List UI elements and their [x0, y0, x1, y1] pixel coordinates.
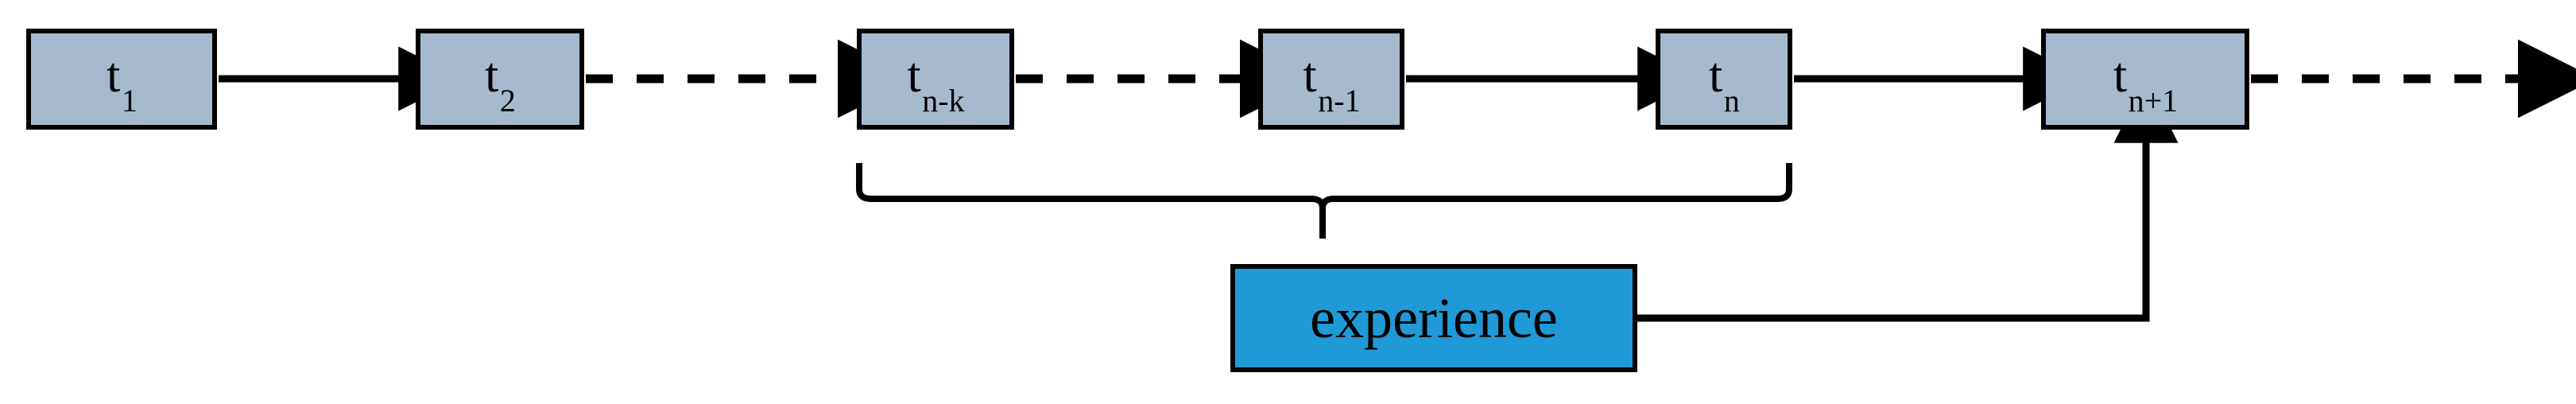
node-tn-plus-1[interactable]: tn+1	[2041, 29, 2249, 130]
node-experience[interactable]: experience	[1230, 264, 1637, 372]
node-tn-label: tn	[1709, 48, 1740, 119]
node-t1-label: t1	[107, 48, 138, 119]
node-tn-plus-1-label: tn+1	[2113, 48, 2179, 119]
edge-experience-to-tnp1	[1637, 78, 2179, 322]
node-tn-minus-k[interactable]: tn-k	[857, 29, 1014, 130]
node-tn-minus-k-label: tn-k	[907, 48, 965, 119]
node-tn-minus-1[interactable]: tn-1	[1258, 29, 1404, 130]
node-t2[interactable]: t2	[416, 29, 584, 130]
node-t1[interactable]: t1	[26, 29, 217, 130]
experience-brace	[856, 163, 1792, 239]
node-experience-label: experience	[1310, 286, 1558, 350]
node-tn[interactable]: tn	[1656, 29, 1792, 130]
node-tn-minus-1-label: tn-1	[1303, 48, 1361, 119]
node-t2-label: t2	[485, 48, 516, 119]
